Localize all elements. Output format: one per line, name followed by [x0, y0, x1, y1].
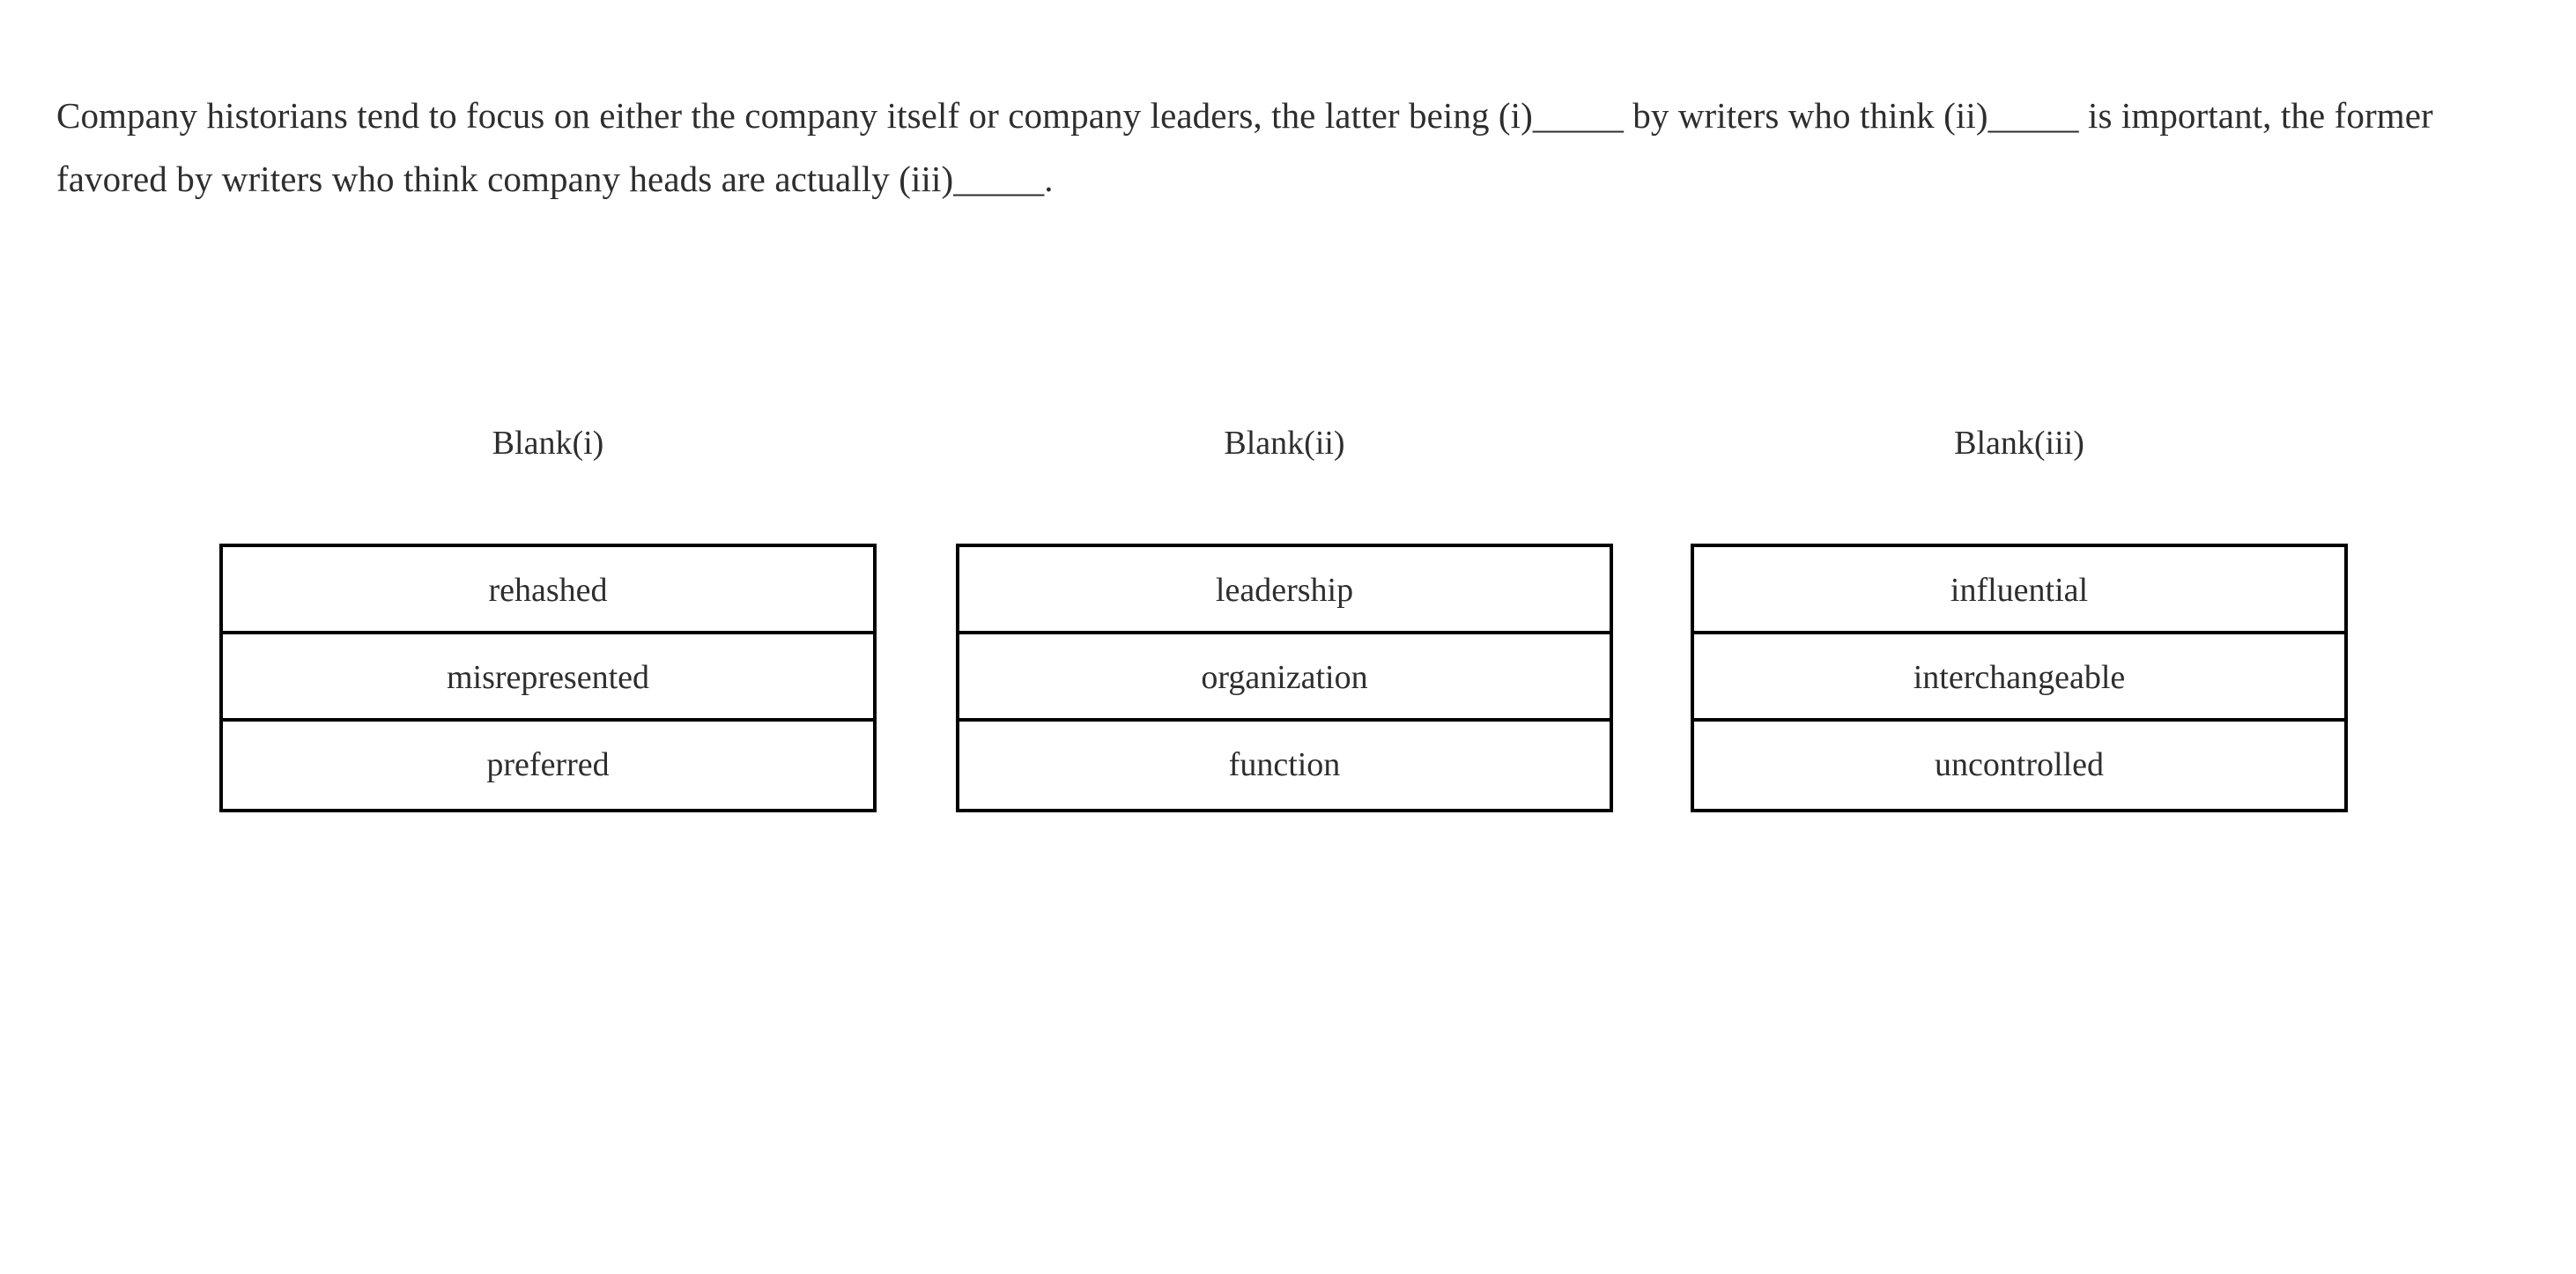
question-stem-text: Company historians tend to focus on eith…: [56, 95, 2433, 199]
option-row[interactable]: preferred: [223, 722, 873, 809]
option-row[interactable]: influential: [1694, 547, 2344, 634]
blank-i-column: Blank(i) rehashed misrepresented preferr…: [219, 423, 877, 812]
option-row[interactable]: organization: [959, 634, 1610, 722]
blank-iii-column: Blank(iii) influential interchangeable u…: [1691, 423, 2348, 812]
blank-i-option-table: rehashed misrepresented preferred: [219, 544, 877, 812]
option-row[interactable]: interchangeable: [1694, 634, 2344, 722]
option-row[interactable]: uncontrolled: [1694, 722, 2344, 809]
option-row[interactable]: function: [959, 722, 1610, 809]
answer-choices-area: Blank(i) rehashed misrepresented preferr…: [0, 423, 2576, 828]
blank-iii-header: Blank(iii): [1954, 425, 2084, 462]
option-row[interactable]: misrepresented: [223, 634, 873, 722]
blank-iii-option-table: influential interchangeable uncontrolled: [1691, 544, 2348, 812]
option-row[interactable]: leadership: [959, 547, 1610, 634]
blank-ii-header: Blank(ii): [1224, 425, 1345, 462]
blank-ii-option-table: leadership organization function: [956, 544, 1613, 812]
option-row[interactable]: rehashed: [223, 547, 873, 634]
question-stem: Company historians tend to focus on eith…: [56, 84, 2488, 211]
blank-i-header: Blank(i): [492, 425, 604, 462]
blank-ii-column: Blank(ii) leadership organization functi…: [956, 423, 1613, 812]
